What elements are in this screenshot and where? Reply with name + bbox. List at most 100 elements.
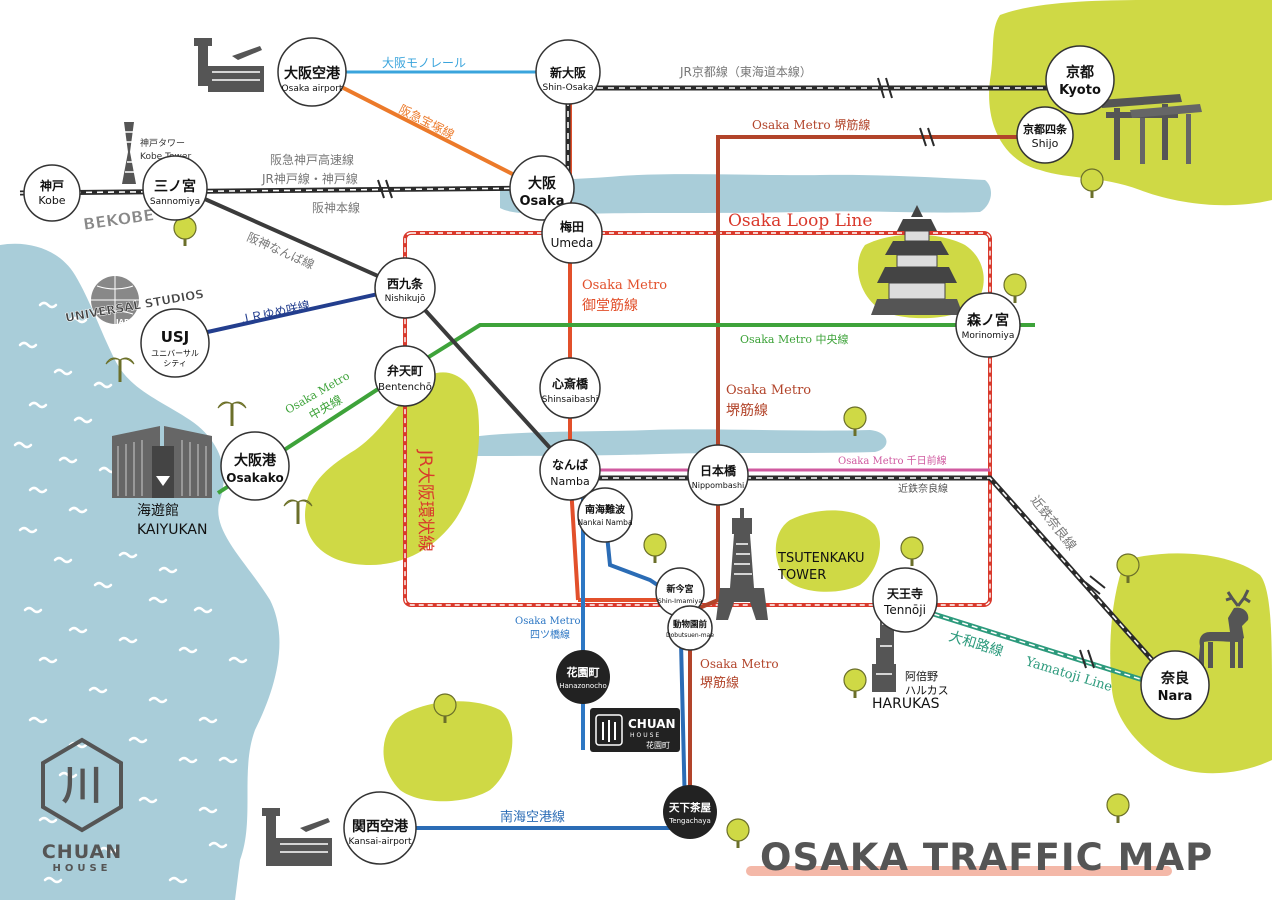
wave-mark [138, 796, 158, 804]
station-shinsaibashi[interactable]: 心斎橋 Shinsaibashi [539, 357, 601, 419]
palm-trees [105, 357, 313, 524]
airport-icon [194, 38, 264, 92]
chuo-line [216, 323, 1035, 495]
station-name-en: Tengachaya [668, 817, 711, 825]
station-name-jp: 大阪港 [234, 452, 277, 469]
station-osaka-airport[interactable]: 大阪空港 Osaka airport [277, 37, 347, 107]
tsutenkaku-label-2: TOWER [777, 568, 826, 583]
wave-mark [38, 816, 58, 824]
station-name-en: Umeda [551, 236, 594, 250]
wave-mark [38, 301, 58, 309]
station-osakako[interactable]: 大阪港 Osakako [220, 431, 290, 501]
label-hanshin-namba: 阪神なんば線 [245, 229, 317, 272]
station-name-en: Nishikujō [385, 294, 426, 304]
station-shin-imamiya[interactable]: 新今宮 Shin-Imamiya [655, 567, 705, 617]
wave-mark [118, 551, 138, 559]
station-osaka[interactable]: 大阪 Osaka [509, 155, 575, 221]
wave-mark [93, 381, 113, 389]
sea-waves [13, 301, 248, 884]
tree-icon [643, 533, 667, 563]
station-sannomiya[interactable]: 三ノ宮 Sannomiya [142, 155, 208, 221]
station-bentencho[interactable]: 弁天町 Bentenchō [374, 345, 436, 407]
station-morinomiya[interactable]: 森ノ宮 Morinomiya [955, 292, 1021, 358]
tsutenkaku-label-1: TSUTENKAKU [777, 551, 864, 566]
station-shin-osaka[interactable]: 新大阪 Shin-Osaka [535, 39, 601, 105]
station-tennoji[interactable]: 天王寺 Tennōji [872, 567, 938, 633]
station-name-en: Tennōji [883, 603, 926, 617]
station-name-en: Morinomiya [962, 331, 1015, 341]
tree-icon [1080, 168, 1104, 198]
station-nishikujo[interactable]: 西九条 Nishikujō [374, 257, 436, 319]
torii-icon [1100, 94, 1202, 164]
wave-mark [228, 656, 248, 664]
station-kyoto[interactable]: 京都 Kyoto [1045, 45, 1115, 115]
station-name-en: Shin-Imamiya [658, 597, 703, 605]
station-hanazonocho[interactable]: 花園町 Hanazonocho [556, 650, 610, 704]
station-shijo[interactable]: 京都四条 Shijo [1016, 106, 1074, 164]
tree-icon [1106, 793, 1130, 823]
tree-icon [843, 406, 867, 436]
trees [173, 168, 1140, 848]
station-name-jp: 森ノ宮 [967, 312, 1009, 329]
label-jr-kyoto: JR京都線（東海道本線） [679, 64, 812, 79]
label-hankyu-kobe: 阪急神戸高速線 [270, 152, 354, 167]
label-sennichimae: Osaka Metro 千日前線 [838, 454, 947, 467]
wave-mark [148, 596, 168, 604]
wave-mark [23, 606, 43, 614]
logo-sub: HOUSE [52, 863, 111, 874]
kaiyukan-jp: 海遊館 [137, 502, 179, 519]
station-kobe[interactable]: 神戸 Kobe [23, 164, 81, 222]
station-name-jp: 心斎橋 [552, 376, 589, 391]
tree-icon [1116, 553, 1140, 583]
station-name-en: Shinsaibashi [542, 395, 598, 405]
station-name-en: Kyoto [1059, 83, 1101, 98]
station-name-en: Osakako [226, 471, 283, 485]
bekobe-label: BEKOBE [82, 205, 155, 234]
station-name-jp: 神戸 [40, 178, 64, 193]
station-name-jp: 天王寺 [887, 586, 923, 601]
wave-mark [58, 456, 78, 464]
tree-icon [173, 216, 197, 246]
station-nipponbashi[interactable]: 日本橋 Nippombashi [687, 444, 749, 506]
station-usj[interactable]: USJ ユニバーサル シティ [140, 308, 210, 378]
park-southwest [383, 701, 513, 802]
label-yotsubashi-2: 四ツ橋線 [530, 628, 570, 641]
label-kintetsu-diag: 近鉄奈良線 [1027, 493, 1080, 554]
chuan-house-logo: 川 [41, 737, 123, 833]
station-namba[interactable]: なんば Namba [539, 439, 601, 501]
wave-mark [38, 656, 58, 664]
wave-mark [28, 401, 48, 409]
universal-globe-icon [91, 276, 139, 324]
wave-mark [68, 506, 88, 514]
station-dobutsuen-mae[interactable]: 動物園前 Dobutsuen-mae [666, 605, 714, 651]
station-tengachaya[interactable]: 天下茶屋 Tengachaya [663, 785, 717, 839]
wave-mark [198, 716, 218, 724]
wave-mark [208, 841, 228, 849]
label-jr-loop-vertical: JR大阪環状線 [415, 449, 435, 552]
harukas-en: HARUKAS [872, 696, 940, 712]
label-midosuji-2: 御堂筋線 [582, 297, 638, 314]
station-umeda[interactable]: 梅田 Umeda [541, 202, 603, 264]
station-name-en: Nara [1158, 689, 1193, 704]
station-nankai-namba[interactable]: 南海難波 Nankai Namba [577, 487, 633, 543]
station-nara[interactable]: 奈良 Nara [1140, 650, 1210, 720]
station-kansai-airport[interactable]: 関西空港 Kansai-airport [343, 791, 417, 865]
badge-sub: HOUSE [630, 732, 661, 739]
kaiyukan-en: KAIYUKAN [137, 522, 207, 538]
badge-area: 花園町 [646, 740, 670, 750]
wave-mark [18, 526, 38, 534]
label-sakaisuji-mid-1: Osaka Metro [726, 383, 811, 398]
wave-mark [68, 626, 88, 634]
station-name-en: Bentenchō [378, 382, 432, 393]
station-name-jp: 関西空港 [352, 818, 409, 835]
station-name-jp: 南海難波 [585, 503, 626, 516]
wave-mark [28, 716, 48, 724]
wave-mark [178, 756, 198, 764]
harukas-jp-1: 阿倍野 [905, 669, 938, 683]
wave-mark [98, 846, 118, 854]
chuan-house-badge[interactable]: CHUAN HOUSE 花園町 [590, 708, 680, 752]
wave-mark [73, 416, 93, 424]
wave-mark [128, 736, 148, 744]
